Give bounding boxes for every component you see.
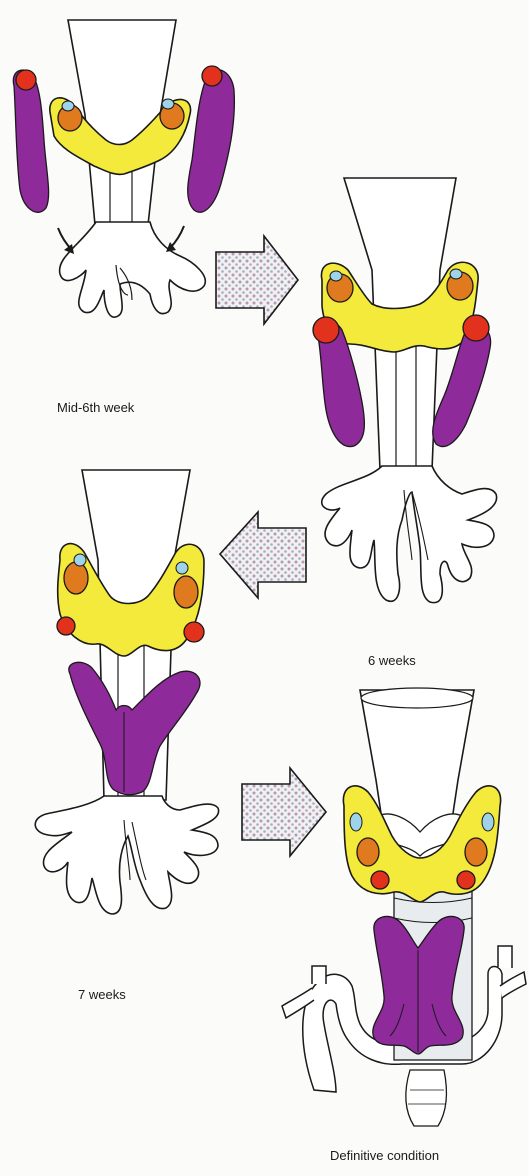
inferior-parathyroid-left	[16, 70, 36, 90]
inferior-parathyroid-left	[57, 617, 75, 635]
superior-parathyroid-left	[64, 562, 88, 594]
superior-parathyroid-right	[174, 576, 198, 608]
inferior-parathyroid-right	[457, 871, 475, 889]
flow-arrow-right-icon	[216, 236, 298, 324]
ultimobranchial-body-left	[330, 271, 342, 281]
stage-6-weeks	[313, 178, 497, 603]
ultimobranchial-body-right	[450, 269, 462, 279]
lung-buds	[60, 222, 206, 317]
flow-arrow-right-icon	[242, 768, 326, 856]
ultimobranchial-body-right	[482, 813, 494, 831]
thymus-right	[188, 70, 235, 213]
caption-definitive-condition: Definitive condition	[330, 1148, 439, 1163]
caption-7-weeks: 7 weeks	[78, 987, 126, 1002]
esophagus	[406, 1070, 447, 1126]
ultimobranchial-body-left	[62, 101, 74, 111]
stage-mid-6th-week	[13, 20, 234, 317]
caption-6-weeks: 6 weeks	[368, 653, 416, 668]
migration-arrow-icon	[166, 226, 184, 252]
inferior-parathyroid-right	[202, 66, 222, 86]
thymus-left	[13, 70, 48, 212]
superior-parathyroid-right	[465, 838, 487, 866]
superior-parathyroid-left	[357, 838, 379, 866]
flow-arrow-left-icon	[220, 512, 306, 598]
pharynx-opening	[361, 688, 473, 708]
inferior-parathyroid-right	[184, 622, 204, 642]
inferior-parathyroid-left	[313, 317, 339, 343]
inferior-parathyroid-left	[371, 871, 389, 889]
ultimobranchial-body-left	[74, 554, 86, 566]
caption-mid-6th-week: Mid-6th week	[57, 400, 134, 415]
stage-definitive-condition	[282, 688, 526, 1126]
inferior-parathyroid-right	[463, 315, 489, 341]
ultimobranchial-body-right	[162, 99, 174, 109]
migration-arrow-icon	[58, 228, 74, 254]
stage-7-weeks	[35, 470, 218, 914]
ultimobranchial-body-left	[350, 813, 362, 831]
ultimobranchial-body-right	[176, 562, 188, 574]
